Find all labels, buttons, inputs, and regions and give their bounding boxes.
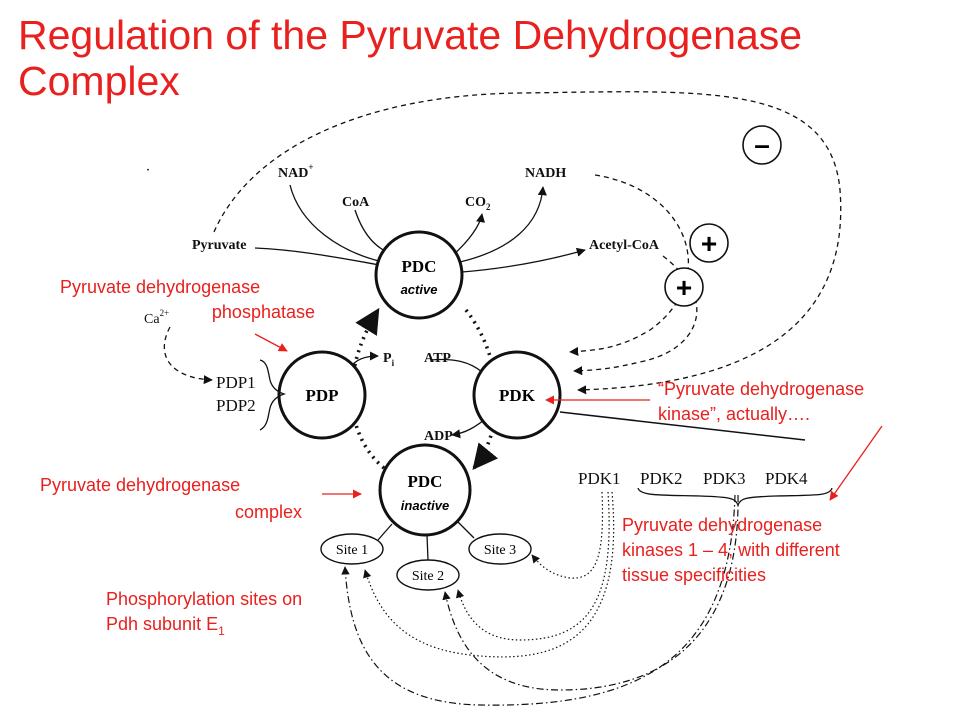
pdk-to-site-2-dashdot-arrow xyxy=(442,494,739,691)
complex-annotation-line-2: complex xyxy=(235,502,302,522)
atp-label: ATP xyxy=(424,351,451,366)
substrate-labels: ˙ Pyruvate NAD+ CoA CO2 NADH Acetyl-CoA … xyxy=(144,162,808,488)
pdk2-label: PDK2 xyxy=(640,469,683,488)
atp-arrow xyxy=(429,358,483,373)
phosphatase-annotation-line-2: phosphatase xyxy=(212,302,315,322)
plus-sign-bottom: + xyxy=(676,272,692,303)
nadh-label: NADH xyxy=(525,166,566,181)
site-2-label: Site 2 xyxy=(412,569,444,584)
kinase-annotation-line-2: kinase”, actually…. xyxy=(658,404,810,424)
nadh-arrow xyxy=(459,186,547,263)
acetyl-coa-label: Acetyl-CoA xyxy=(589,238,660,253)
pdc-inactive-state: inactive xyxy=(401,498,449,513)
pdp-label: PDP xyxy=(305,386,338,405)
pdp-isoform-bracket xyxy=(259,359,287,431)
acetyl-coa-activator-sign-1: + xyxy=(689,223,729,263)
complex-annotation-line-1: Pyruvate dehydrogenase xyxy=(40,475,240,495)
pyruvate-arrow xyxy=(254,247,381,266)
calcium-activation-arrow xyxy=(163,326,213,385)
nad-label: NAD+ xyxy=(278,162,313,181)
pdk-isoform-connector xyxy=(559,411,806,441)
sites-annotation-line-1: Phosphorylation sites on xyxy=(106,589,302,609)
phosphatase-pointer xyxy=(254,333,288,352)
minus-sign: – xyxy=(754,129,770,160)
pdk-isoform-arrows xyxy=(341,411,806,706)
pdc-active-label: PDC xyxy=(402,257,437,276)
site-2 xyxy=(396,559,460,591)
slide-title: Regulation of the Pyruvate Dehydrogenase… xyxy=(18,12,948,104)
pdk-to-site-1-dotted-arrow xyxy=(363,491,615,658)
annotations: Pyruvate dehydrogenase phosphatase “Pyru… xyxy=(40,277,864,638)
pdp1-label: PDP1 xyxy=(216,373,256,392)
adp-label: ADP xyxy=(424,429,453,444)
stray-mark: ˙ xyxy=(146,166,150,180)
acetyl-coa-activator-sign-2: + xyxy=(664,267,704,307)
co2-label: CO2 xyxy=(465,195,491,212)
site-3-label: Site 3 xyxy=(484,543,516,558)
isoform-brackets xyxy=(259,359,833,507)
site-1 xyxy=(320,533,384,565)
kinases-annotation-line-1: Pyruvate dehydrogenase xyxy=(622,515,822,535)
kinases-annotation-line-2: kinases 1 – 4, with different xyxy=(622,540,840,560)
pdk1-label: PDK1 xyxy=(578,469,621,488)
nad-arrow xyxy=(289,184,384,263)
coa-label: CoA xyxy=(342,195,370,210)
pdc-inactive-node: PDC inactive xyxy=(378,443,472,537)
pdk3-label: PDK3 xyxy=(703,469,746,488)
co2-arrow xyxy=(451,213,486,257)
pdc-inactive-label: PDC xyxy=(408,472,443,491)
nadh-inhibition-loop xyxy=(213,91,842,395)
acetyl-coa-activation-loop-2 xyxy=(573,255,698,376)
kinase-annotation-line-1: “Pyruvate dehydrogenase xyxy=(658,379,864,399)
plus-sign-top: + xyxy=(701,228,717,259)
site-1-label: Site 1 xyxy=(336,543,368,558)
pdc-active-node: PDC active xyxy=(374,230,464,320)
sites-annotation-line-2: Pdh subunit E1 xyxy=(106,614,225,638)
pdk4-label: PDK4 xyxy=(765,469,808,488)
calcium-label: Ca2+ xyxy=(144,308,169,327)
pdp2-label: PDP2 xyxy=(216,396,256,415)
acetyl-coa-activation-loop-1 xyxy=(569,174,689,356)
slide-title-line-2: Complex xyxy=(18,58,180,104)
site-3 xyxy=(468,533,532,565)
pdk-node: PDK xyxy=(472,350,562,440)
pdk-to-site-1-dashdot-arrow xyxy=(341,494,736,706)
kinases-pointer xyxy=(829,425,883,501)
pdk-label: PDK xyxy=(499,386,536,405)
acetyl-coa-arrow xyxy=(461,247,586,273)
pdp-node: PDP xyxy=(277,350,367,440)
annotation-arrows xyxy=(254,333,883,501)
pdc-active-state: active xyxy=(401,282,438,297)
pdk-to-site-3-arrow xyxy=(531,491,604,579)
nadh-inhibitor-sign: – xyxy=(742,125,782,165)
phosphatase-annotation-line-1: Pyruvate dehydrogenase xyxy=(60,277,260,297)
pyruvate-label: Pyruvate xyxy=(192,238,246,253)
phosphorylation-sites: Site 1 Site 2 Site 3 xyxy=(320,521,532,591)
feedback-loops xyxy=(163,91,842,395)
kinases-annotation-line-3: tissue specificities xyxy=(622,565,766,585)
interconversion-arcs xyxy=(349,307,499,470)
pdk-to-site-2-arrow xyxy=(455,491,610,641)
slide-title-line-1: Regulation of the Pyruvate Dehydrogenase xyxy=(18,12,803,58)
pdk-phosphorylation-arc xyxy=(464,308,499,470)
pi-label: Pi xyxy=(383,351,395,368)
pdk2-4-bracket xyxy=(637,487,833,507)
